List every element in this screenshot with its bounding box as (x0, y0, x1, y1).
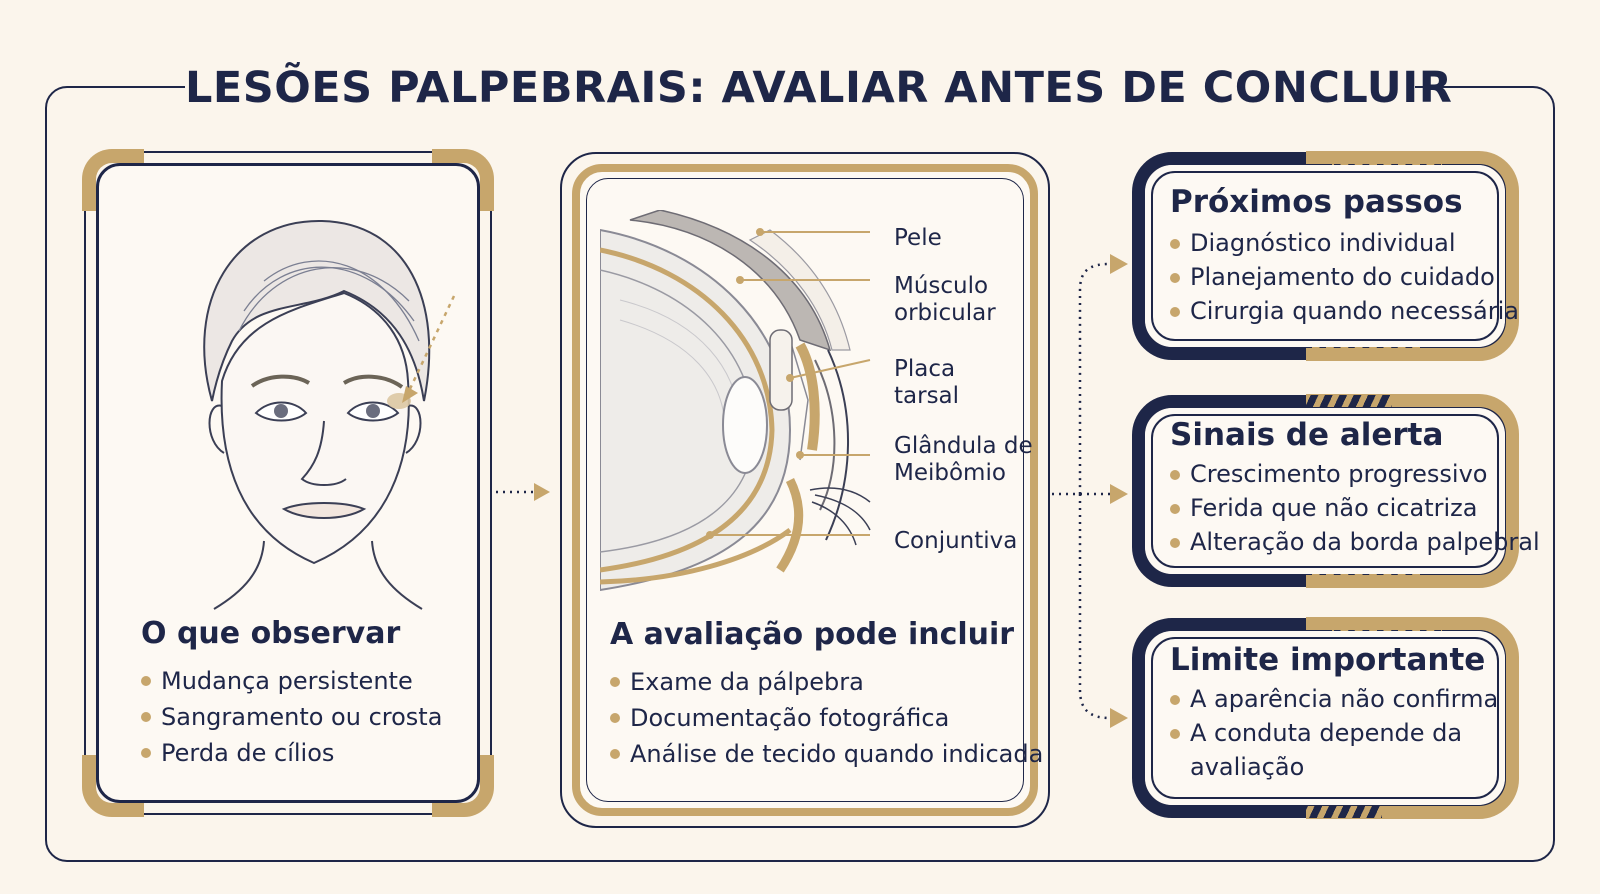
box-inner (1145, 631, 1505, 805)
box-inner-line (1151, 414, 1499, 568)
box-next-steps: Próximos passos Diagnóstico individual P… (1132, 151, 1519, 361)
box-warning-signs: Sinais de alerta Crescimento progressivo… (1132, 394, 1540, 588)
box-inner (1145, 165, 1505, 347)
box-heading: Sinais de alerta (1170, 417, 1444, 453)
anatomy-label-glandula: Glândula de (894, 433, 1033, 459)
bullet-icon (1170, 239, 1180, 249)
list-item: A conduta depende da (1170, 716, 1498, 750)
bullet-icon (1170, 470, 1180, 480)
observe-list: Mudança persistente Sangramento ou crost… (141, 663, 442, 771)
box-inner (1145, 408, 1505, 574)
box-heading: Limite importante (1170, 642, 1486, 678)
panel-heading: O que observar (141, 616, 401, 651)
anatomy-label-conjuntiva: Conjuntiva (894, 528, 1018, 554)
panel-evaluation: Pele Músculo orbicular Placa tarsal Glân… (560, 152, 1050, 828)
anatomy-label-musculo: Músculo (894, 273, 989, 299)
panel-outer-border (84, 151, 492, 815)
bullet-icon (1170, 729, 1180, 739)
bullet-icon (610, 749, 620, 759)
stripe-decoration (1282, 395, 1392, 408)
box-heading: Próximos passos (1170, 184, 1463, 220)
bullet-icon (610, 713, 620, 723)
box-inner-line (1151, 637, 1499, 799)
limit-list: A aparência não confirma A conduta depen… (1170, 682, 1498, 784)
anatomy-label-placa: Placa (894, 356, 956, 382)
list-item: Análise de tecido quando indicada (610, 736, 1043, 772)
bullet-icon (1170, 695, 1180, 705)
list-item: Cirurgia quando necessária (1170, 294, 1519, 328)
evaluation-list: Exame da pálpebra Documentação fotográfi… (610, 664, 1043, 772)
list-item: avaliação (1190, 753, 1305, 781)
list-item: Sangramento ou crosta (141, 699, 442, 735)
list-item: Ferida que não cicatriza (1170, 491, 1540, 525)
gold-corner (82, 149, 144, 211)
list-item: Diagnóstico individual (1170, 226, 1519, 260)
list-item: Perda de cílios (141, 735, 442, 771)
list-item: Crescimento progressivo (1170, 457, 1540, 491)
page-title: LESÕES PALPEBRAIS: AVALIAR ANTES DE CONC… (185, 58, 1452, 118)
anatomy-label-musculo-2: orbicular (894, 300, 996, 326)
list-item: Documentação fotográfica (610, 700, 1043, 736)
eyelid-cross-section-diagram (600, 210, 871, 592)
panel-what-to-observe: O que observar Mudança persistente Sangr… (82, 149, 494, 817)
bullet-icon (1170, 504, 1180, 514)
list-item: A aparência não confirma (1170, 682, 1498, 716)
stripe-decoration (1312, 574, 1422, 587)
bullet-icon (610, 677, 620, 687)
anatomy-label-pele: Pele (894, 225, 942, 251)
branch-connector (1052, 254, 1128, 728)
gold-corner (82, 755, 144, 817)
list-item: Mudança persistente (141, 663, 442, 699)
stripe-decoration (1272, 805, 1382, 818)
bullet-icon (1170, 538, 1180, 548)
anatomy-label-placa-2: tarsal (894, 383, 960, 409)
list-item: Alteração da borda palpebral (1170, 525, 1540, 559)
bullet-icon (141, 748, 151, 758)
warning-signs-list: Crescimento progressivo Ferida que não c… (1170, 457, 1540, 559)
stripe-decoration (1332, 152, 1442, 165)
box-important-limit: Limite importante A aparência não confir… (1132, 617, 1519, 819)
anatomy-label-glandula-2: Meibômio (894, 460, 1006, 486)
gold-corner (432, 149, 494, 211)
panel-heading: A avaliação pode incluir (610, 617, 1015, 652)
panel-outer-border (560, 152, 1050, 828)
list-item: Planejamento do cuidado (1170, 260, 1519, 294)
panel-inner-line (586, 178, 1024, 802)
box-inner-line (1151, 171, 1499, 341)
list-item: Exame da pálpebra (610, 664, 1043, 700)
bullet-icon (1170, 307, 1180, 317)
stripe-decoration (1332, 618, 1442, 631)
next-steps-list: Diagnóstico individual Planejamento do c… (1170, 226, 1519, 328)
face-illustration (203, 219, 456, 610)
bullet-icon (141, 712, 151, 722)
bullet-icon (141, 676, 151, 686)
stripe-decoration (1312, 347, 1422, 360)
bullet-icon (1170, 273, 1180, 283)
dotted-arrow-connector (496, 483, 550, 501)
